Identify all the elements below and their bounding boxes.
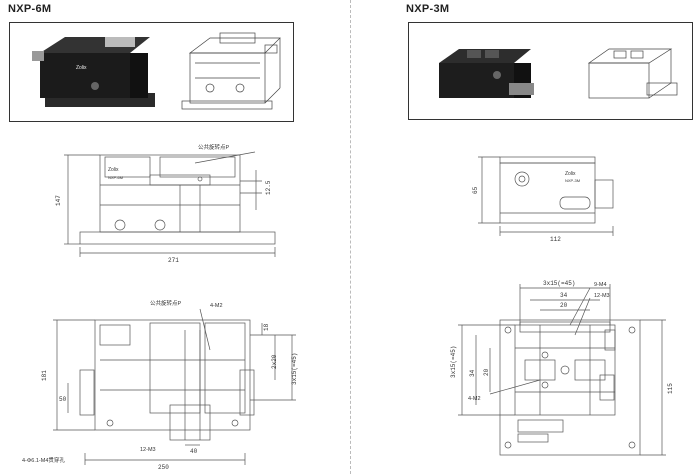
hole-label-m2: 4-M2 bbox=[210, 303, 223, 309]
hole-label-nxp3-m3: 12-M3 bbox=[594, 293, 610, 299]
dim-nxp3-inner-a: 34 bbox=[560, 292, 568, 299]
photo-panel-nxp-3m bbox=[408, 22, 693, 120]
svg-text:Zolix: Zolix bbox=[76, 65, 87, 71]
dim-top-width: 250 bbox=[158, 464, 169, 471]
product-title-nxp-6m: NXP-6M bbox=[8, 3, 52, 15]
product-photo-nxp-3m bbox=[439, 48, 678, 99]
top-rotation-point-label: 公共旋转点P bbox=[150, 299, 182, 307]
photo-panel-nxp-6m: Zolix bbox=[9, 22, 294, 122]
dim-nxp3-height: 115 bbox=[667, 383, 674, 394]
side-view-drawing-nxp-3m: Zolix NXP-3M 65 112 bbox=[472, 156, 614, 243]
dim-nxp3-left-a: 3x15(=45) bbox=[450, 346, 457, 378]
column-divider bbox=[350, 0, 351, 474]
dim-nxp3-side-width: 112 bbox=[550, 236, 561, 243]
svg-text:NXP-3M: NXP-3M bbox=[565, 178, 580, 183]
top-view-drawing-nxp-6m: 公共旋转点P 4-M2 12-M3 4-Φ6.1-M4贯穿孔 181 50 25… bbox=[22, 299, 298, 471]
dim-side-offset: 12.5 bbox=[265, 180, 272, 195]
top-view-drawing-nxp-3m: 3x15(=45) 34 20 9-M4 12-M3 4-M2 3x15(=45… bbox=[450, 280, 674, 456]
dim-nxp3-left-b: 34 bbox=[469, 369, 476, 377]
dim-top-bottom-small: 40 bbox=[190, 448, 198, 455]
side-view-drawing-nxp-6m: Zolix NXP-6M 公共旋转点P 147 271 12.5 bbox=[55, 143, 276, 264]
dim-top-small: 18 bbox=[263, 323, 270, 331]
hole-label-nxp3-m2: 4-M2 bbox=[468, 396, 481, 402]
dim-nxp3-top: 3x15(=45) bbox=[543, 280, 575, 287]
product-photo-nxp-6m: Zolix bbox=[32, 32, 281, 110]
svg-text:NXP-6M: NXP-6M bbox=[108, 175, 123, 180]
svg-text:Zolix: Zolix bbox=[108, 167, 119, 173]
dim-top-left-offset: 50 bbox=[59, 396, 67, 403]
rotation-point-label: 公共旋转点P bbox=[198, 143, 230, 151]
dim-top-right-a: 2x20 bbox=[271, 354, 278, 369]
dim-top-height: 181 bbox=[41, 370, 48, 381]
svg-text:Zolix: Zolix bbox=[565, 171, 576, 177]
mount-hole-label: 4-Φ6.1-M4贯穿孔 bbox=[22, 456, 65, 464]
dim-nxp3-inner-b: 20 bbox=[560, 302, 568, 309]
dim-nxp3-left-c: 20 bbox=[483, 368, 490, 376]
hole-label-m3: 12-M3 bbox=[140, 447, 156, 453]
dim-nxp3-side-height: 65 bbox=[472, 186, 479, 194]
product-title-nxp-3m: NXP-3M bbox=[406, 3, 450, 15]
dim-top-right-b: 3x15(=45) bbox=[291, 353, 298, 385]
hole-label-nxp3-m4: 9-M4 bbox=[594, 282, 607, 288]
dim-side-width: 271 bbox=[168, 257, 179, 264]
dim-side-height: 147 bbox=[55, 195, 62, 206]
